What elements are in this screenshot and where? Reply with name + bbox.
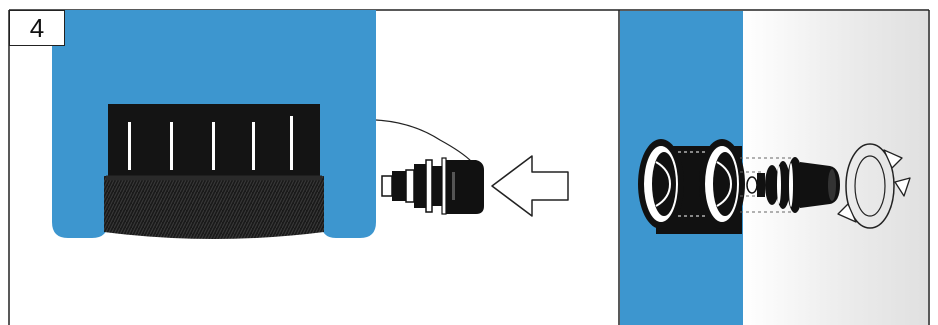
brush-roller — [104, 104, 324, 239]
rotate-icon — [837, 143, 911, 229]
arrow-left-icon — [491, 155, 569, 217]
plug-end — [746, 157, 840, 213]
step-number: 4 — [9, 10, 65, 46]
brush-plug — [381, 157, 484, 215]
cable-line — [375, 119, 473, 163]
brush-mount-rings — [638, 139, 745, 234]
